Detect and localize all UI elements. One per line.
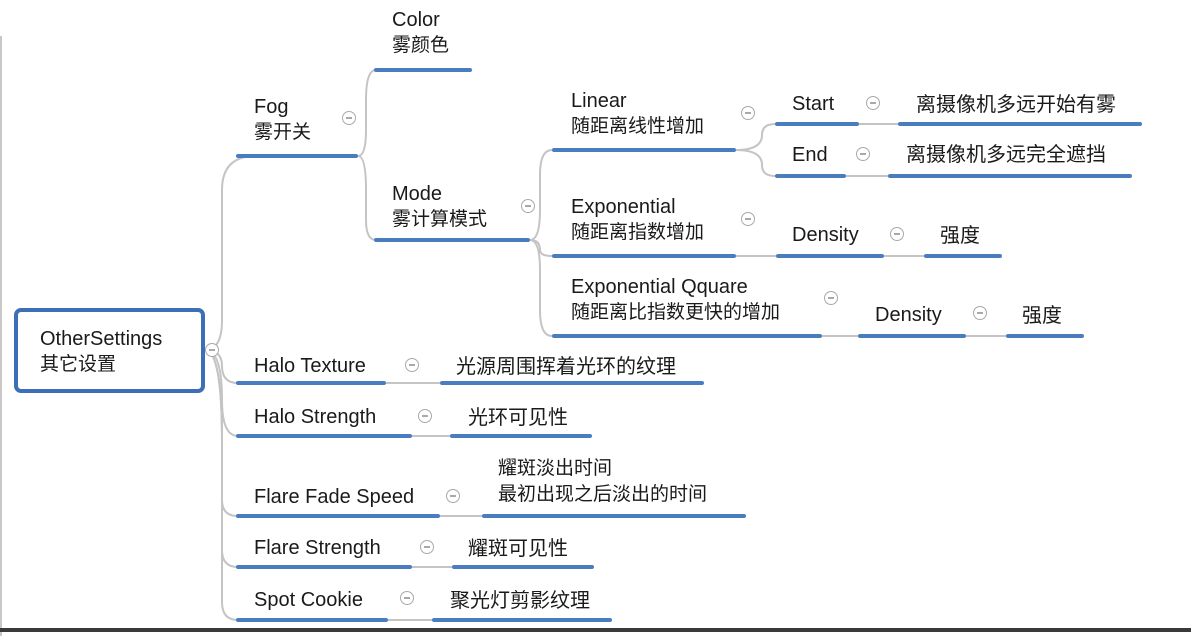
exponential-underline <box>552 254 736 258</box>
start-description: 离摄像机多远开始有雾 <box>916 94 1116 116</box>
node-halo-strength[interactable]: Halo Strength <box>254 406 377 428</box>
flare-fade-underline <box>236 514 440 518</box>
collapse-icon-flare-strength[interactable] <box>420 540 434 554</box>
expsq-density-underline <box>858 334 966 338</box>
fog-subtitle: 雾开关 <box>254 122 312 143</box>
collapse-icon-exponential[interactable] <box>741 212 755 226</box>
flare-fade-description: 耀斑淡出时间 最初出现之后淡出的时间 <box>498 456 707 508</box>
collapse-icon-start[interactable] <box>866 96 880 110</box>
node-expsq-density[interactable]: Density <box>875 304 942 326</box>
edge-fog-color <box>357 69 377 157</box>
fog-title: Fog <box>254 96 289 118</box>
exponential-title: Exponential <box>571 196 676 218</box>
edge-mode-exponential <box>529 239 553 257</box>
mode-title: Mode <box>392 183 443 205</box>
node-exponential[interactable]: Exponential 随距离指数增加 <box>571 194 704 246</box>
exp-density-underline <box>776 254 884 258</box>
flare-strength-desc-underline <box>452 565 594 569</box>
node-flare-strength[interactable]: Flare Strength <box>254 537 381 559</box>
window-left-edge <box>0 36 2 636</box>
collapse-icon-fog[interactable] <box>342 111 356 125</box>
node-halo-texture[interactable]: Halo Texture <box>254 355 366 377</box>
start-underline <box>775 122 859 126</box>
root-subtitle: 其它设置 <box>40 354 117 375</box>
color-underline <box>374 68 472 72</box>
exp-density-description: 强度 <box>940 225 980 247</box>
node-end[interactable]: End <box>792 144 828 166</box>
halo-strength-description: 光环可见性 <box>468 407 568 429</box>
flare-strength-description: 耀斑可见性 <box>468 538 568 560</box>
end-description: 离摄像机多远完全遮挡 <box>906 144 1106 166</box>
node-mode[interactable]: Mode 雾计算模式 <box>392 181 487 233</box>
node-exp-density[interactable]: Density <box>792 224 859 246</box>
start-desc-underline <box>898 122 1142 126</box>
color-subtitle: 雾颜色 <box>392 35 450 56</box>
spot-cookie-underline <box>236 618 388 622</box>
expsq-density-desc-underline <box>1006 334 1084 338</box>
edge-root-fog <box>204 155 257 351</box>
collapse-icon-linear[interactable] <box>741 106 755 120</box>
flare-fade-desc-line2: 最初出现之后淡出的时间 <box>498 484 708 505</box>
edge-linear-end <box>735 149 776 177</box>
exponential-sq-title: Exponential Qquare <box>571 276 748 298</box>
collapse-icon-root[interactable] <box>205 343 219 357</box>
halo-strength-underline <box>236 434 412 438</box>
fog-underline <box>236 154 358 158</box>
spot-cookie-description: 聚光灯剪影纹理 <box>450 590 590 612</box>
linear-underline <box>552 148 736 152</box>
exponential-subtitle: 随距离指数增加 <box>571 222 705 243</box>
node-exponential-sq[interactable]: Exponential Qquare 随距离比指数更快的增加 <box>571 274 780 326</box>
node-start[interactable]: Start <box>792 93 835 115</box>
collapse-icon-spot-cookie[interactable] <box>400 591 414 605</box>
root-node-othersettings[interactable]: OtherSettings 其它设置 <box>14 308 205 393</box>
edge-linear-start <box>735 123 776 151</box>
collapse-icon-exponential-sq[interactable] <box>824 291 838 305</box>
exponential-sq-subtitle: 随距离比指数更快的增加 <box>571 302 781 323</box>
node-spot-cookie[interactable]: Spot Cookie <box>254 589 363 611</box>
exponential-sq-underline <box>552 334 822 338</box>
color-title: Color <box>392 9 440 31</box>
flare-fade-desc-line1: 耀斑淡出时间 <box>498 458 613 479</box>
collapse-icon-flare-fade[interactable] <box>446 489 460 503</box>
halo-texture-underline <box>236 381 386 385</box>
node-linear[interactable]: Linear 随距离线性增加 <box>571 88 704 140</box>
expsq-density-description: 强度 <box>1022 305 1062 327</box>
edge-mode-exponential-sq <box>529 239 553 337</box>
collapse-icon-exp-density[interactable] <box>890 227 904 241</box>
exp-density-desc-underline <box>924 254 1002 258</box>
node-fog[interactable]: Fog 雾开关 <box>254 94 311 146</box>
linear-title: Linear <box>571 90 627 112</box>
halo-texture-desc-underline <box>440 381 704 385</box>
spot-cookie-desc-underline <box>432 618 612 622</box>
node-color[interactable]: Color 雾颜色 <box>392 7 449 59</box>
collapse-icon-halo-strength[interactable] <box>418 409 432 423</box>
flare-fade-desc-underline <box>482 514 746 518</box>
end-underline <box>775 174 846 178</box>
root-title: OtherSettings <box>40 328 163 350</box>
collapse-icon-end[interactable] <box>856 147 870 161</box>
window-bottom-edge <box>0 628 1191 632</box>
node-flare-fade[interactable]: Flare Fade Speed <box>254 486 415 508</box>
edge-mode-linear <box>529 149 553 241</box>
collapse-icon-expsq-density[interactable] <box>973 306 987 320</box>
halo-texture-description: 光源周围挥着光环的纹理 <box>456 356 676 378</box>
end-desc-underline <box>888 174 1132 178</box>
mode-subtitle: 雾计算模式 <box>392 209 488 230</box>
collapse-icon-halo-texture[interactable] <box>405 358 419 372</box>
linear-subtitle: 随距离线性增加 <box>571 116 705 137</box>
edge-fog-mode <box>357 155 377 241</box>
mode-underline <box>374 238 530 242</box>
collapse-icon-mode[interactable] <box>521 199 535 213</box>
flare-strength-underline <box>236 565 412 569</box>
halo-strength-desc-underline <box>450 434 592 438</box>
